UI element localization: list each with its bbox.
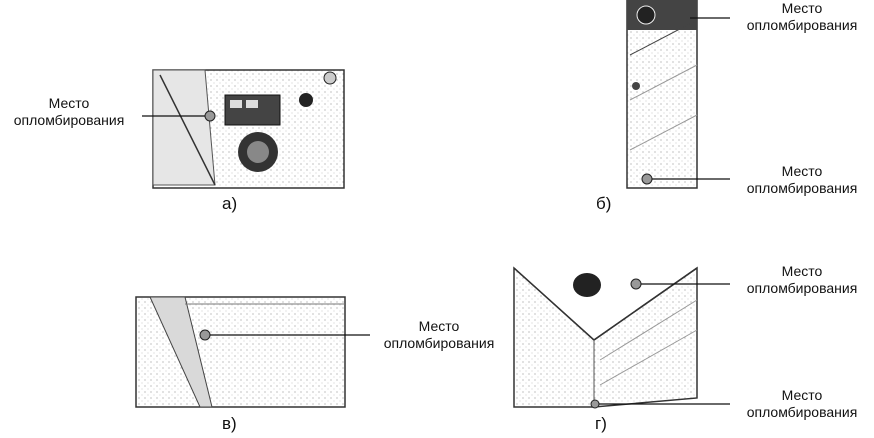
- seal-point-icon: [630, 278, 642, 290]
- seal-label-line: опломбирования: [746, 280, 858, 296]
- seal-label: Место опломбирования: [733, 387, 871, 421]
- seal-point-icon: [590, 399, 600, 409]
- seal-label-line: Место: [418, 318, 460, 334]
- seal-label-line: Место: [781, 0, 823, 16]
- seal-label-line: Место: [48, 95, 90, 111]
- figure-caption-v: в): [222, 414, 237, 433]
- seal-label-line: опломбирования: [746, 180, 858, 196]
- seal-label: Место опломбирования: [733, 0, 871, 34]
- figure-v-photo: [135, 296, 370, 408]
- seal-label-line: Место: [781, 263, 823, 279]
- seal-label: Место опломбирования: [733, 163, 871, 197]
- figure-g-photo: [513, 266, 730, 409]
- figure-caption-g: г): [595, 414, 607, 433]
- figure-b-photo: [626, 0, 730, 189]
- figure-caption-b: б): [596, 194, 612, 213]
- seal-label-line: опломбирования: [383, 335, 495, 351]
- figure-a-photo: [142, 69, 345, 189]
- seal-label-line: опломбирования: [746, 404, 858, 420]
- seal-label-line: Место: [781, 387, 823, 403]
- seal-label-line: Место: [781, 163, 823, 179]
- seal-point-icon: [641, 173, 653, 185]
- seal-label-line: опломбирования: [13, 112, 125, 128]
- seal-point-icon: [199, 329, 211, 341]
- seal-label: Место опломбирования: [370, 318, 508, 352]
- seal-label: Место опломбирования: [0, 95, 138, 129]
- seal-label: Место опломбирования: [733, 263, 871, 297]
- seal-point-icon: [204, 110, 216, 122]
- figure-caption-a: а): [222, 194, 238, 213]
- seal-label-line: опломбирования: [746, 17, 858, 33]
